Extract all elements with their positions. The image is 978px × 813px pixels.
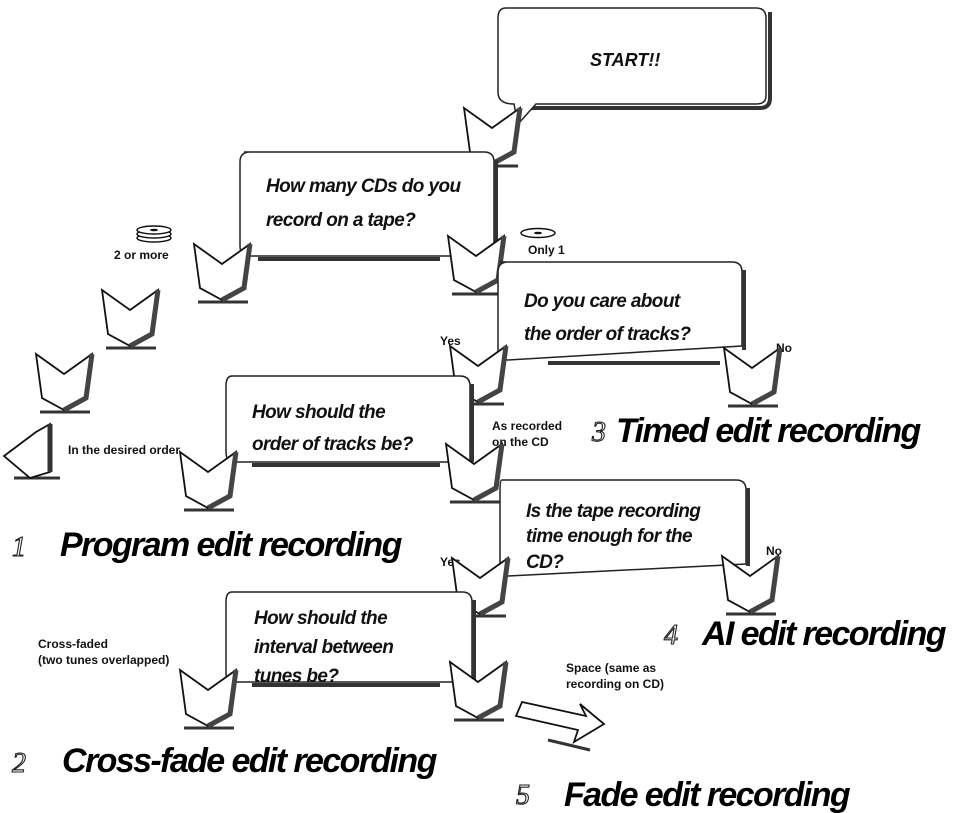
result-5-number: 5 (516, 780, 530, 811)
arrow-chain-3 (2, 422, 60, 480)
q1-line2: record on a tape? (266, 210, 416, 231)
label-as-recorded-1: As recorded (492, 419, 562, 433)
question-box-order-method: How should the order of tracks be? (225, 375, 474, 467)
disc-stack-icon (136, 225, 172, 243)
result-2-title: Cross-fade edit recording (62, 742, 438, 780)
q5-line1: How should the (254, 608, 388, 629)
arrow-to-fade-result (514, 700, 606, 752)
arrow-chain-1 (102, 290, 158, 348)
q2-line1: Do you care about (524, 291, 681, 312)
question-box-tape-time: Is the tape recording time enough for th… (499, 479, 750, 577)
q3-line2: order of tracks be? (252, 434, 414, 455)
result-4-title: AI edit recording (701, 615, 947, 653)
arrow-q2-no (724, 348, 780, 406)
label-space-2: recording on CD) (566, 677, 664, 691)
question-box-cd-count: How many CDs do you record on a tape? (239, 151, 498, 261)
question-box-interval: How should the interval between tunes be… (225, 591, 476, 687)
arrow-q5-space (450, 662, 506, 720)
label-no-time: No (766, 544, 782, 558)
q5-line2: interval between (254, 637, 393, 658)
q4-line1: Is the tape recording (526, 501, 701, 522)
result-5-title: Fade edit recording (564, 776, 851, 813)
q5-line3: tunes be? (254, 666, 339, 687)
label-yes-order: Yes (440, 334, 461, 348)
arrow-chain-2 (36, 354, 92, 412)
q2-line2: the order of tracks? (524, 324, 691, 345)
arrow-q5-cross-faded (180, 670, 236, 728)
label-in-desired-order: In the desired order (68, 443, 180, 457)
label-cross-faded-2: (two tunes overlapped) (38, 653, 169, 667)
label-cross-faded-1: Cross-faded (38, 637, 108, 651)
arrow-q1-two-or-more (194, 244, 250, 302)
result-2-number: 2 (12, 748, 26, 779)
label-only-one: Only 1 (528, 243, 565, 257)
q4-line2: time enough for the (526, 526, 693, 547)
question-box-track-order: Do you care about the order of tracks? (497, 261, 746, 365)
result-3-title: Timed edit recording (616, 412, 921, 450)
label-as-recorded-2: on the CD (492, 435, 549, 449)
start-label: START!! (590, 50, 660, 70)
arrow-q3-desired (180, 452, 236, 510)
result-1-title: Program edit recording (60, 526, 403, 564)
label-two-or-more: 2 or more (114, 248, 169, 262)
label-space-1: Space (same as (566, 661, 656, 675)
result-1-number: 1 (12, 532, 26, 563)
result-4-number: 4 (664, 620, 678, 651)
start-box: START!! (497, 7, 772, 126)
single-disc-icon (520, 227, 556, 239)
result-3-number: 3 (591, 417, 606, 448)
q1-line1: How many CDs do you (266, 176, 461, 197)
q4-line3: CD? (526, 552, 564, 573)
q3-line1: How should the (252, 402, 386, 423)
